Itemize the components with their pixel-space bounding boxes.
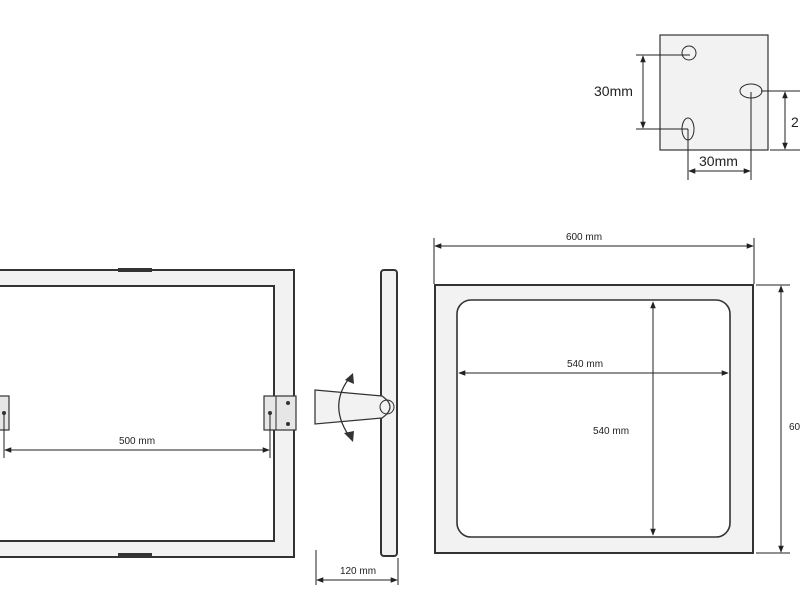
label-inner-height: 540 mm: [593, 426, 629, 437]
bracket-plate: [659, 34, 769, 151]
label-hinge-spacing: 500 mm: [119, 436, 155, 447]
bracket-hole-top: [681, 45, 697, 61]
top-clip: [118, 268, 152, 272]
mirror-inner: [456, 299, 731, 538]
label-bracket-right: 2: [791, 114, 799, 130]
label-width: 600 mm: [566, 232, 602, 243]
rotation-arrowhead-top-icon: [345, 373, 354, 384]
inner-frame: [0, 285, 275, 542]
label-inner-width: 540 mm: [567, 359, 603, 370]
label-height: 60: [789, 422, 800, 433]
bottom-clip: [118, 553, 152, 557]
mirror-front-view: 600 mm 540 mm 540 mm 60: [433, 232, 800, 554]
side-view: 120 mm: [314, 269, 399, 585]
rotation-arrowhead-bottom-icon: [344, 431, 354, 442]
label-bracket-vertical: 30mm: [594, 83, 633, 99]
hinge-right: [263, 395, 297, 431]
front-view-frame: 500 mm: [0, 268, 297, 558]
pivot-icon: [379, 399, 395, 415]
hinge-left: [0, 395, 10, 431]
label-depth: 120 mm: [340, 566, 376, 577]
bracket-detail: 30mm 30mm 2: [594, 34, 800, 180]
swivel-arm: [314, 389, 391, 425]
label-bracket-horizontal: 30mm: [699, 153, 738, 169]
